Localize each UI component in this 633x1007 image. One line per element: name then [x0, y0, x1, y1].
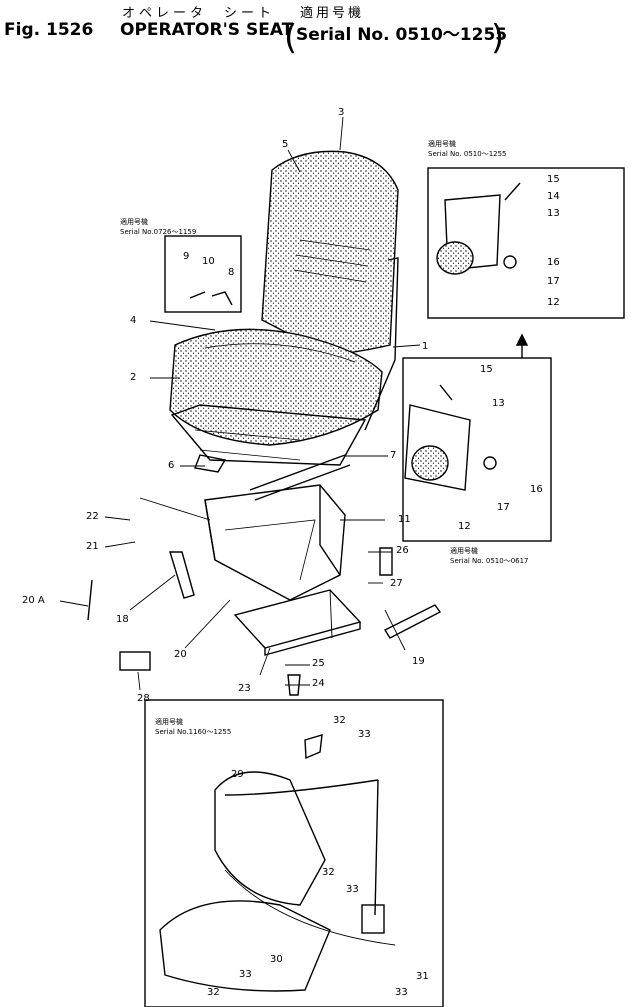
- leader-lines: [59, 116, 421, 691]
- callout-26: 26: [396, 545, 409, 556]
- callout-14: 14: [547, 191, 560, 202]
- serial-note-middle-jp: 適用号機: [450, 547, 478, 555]
- inset-horn-top: [427, 167, 625, 319]
- callout-13-top: 13: [547, 208, 560, 219]
- figure-serial-range: ( Serial No. 0510～1255 ): [284, 18, 508, 58]
- callout-31: 31: [416, 971, 429, 982]
- slide-rails: [194, 454, 351, 501]
- inset-seatbelt-bracket: [164, 235, 242, 313]
- callout-33-top: 33: [358, 729, 371, 740]
- callout-33-middle: 33: [346, 884, 359, 895]
- callout-27: 27: [390, 578, 403, 589]
- serial-range-text: Serial No. 0510～1255: [296, 25, 508, 45]
- callout-32-top: 32: [333, 715, 346, 726]
- serial-note-top: Serial No. 0510～1255: [428, 150, 507, 158]
- callout-32-bottom: 32: [207, 987, 220, 998]
- inset-seatbelt: [144, 699, 444, 1007]
- callout-11: 11: [398, 514, 411, 525]
- damper: [169, 551, 195, 599]
- figure-number: Fig. 1526: [4, 20, 94, 40]
- close-paren-glyph: ): [491, 18, 505, 58]
- callout-33-bottom: 33: [395, 987, 408, 998]
- open-paren-glyph: (: [284, 18, 298, 58]
- callout-17-top: 17: [547, 276, 560, 287]
- callout-32-middle: 32: [322, 867, 335, 878]
- serial-note-top-jp: 適用号機: [428, 140, 456, 148]
- callout-4: 4: [130, 315, 137, 326]
- callout-5: 5: [282, 139, 289, 150]
- callout-8: 8: [228, 267, 235, 278]
- serial-note-bottom-jp: 適用号機: [155, 718, 183, 726]
- figure-title: OPERATOR'S SEAT: [120, 20, 294, 40]
- callout-18: 18: [116, 614, 129, 625]
- callout-28: 28: [137, 693, 150, 704]
- callout-15-top: 15: [547, 174, 560, 185]
- base-plate: [233, 589, 362, 656]
- chain-20a: [87, 579, 93, 621]
- pin-19: [383, 604, 442, 639]
- callout-20: 20: [174, 649, 187, 660]
- callout-19: 19: [412, 656, 425, 667]
- serial-note-left-jp: 適用号機: [120, 218, 148, 226]
- callout-29: 29: [231, 769, 244, 780]
- callout-24: 24: [312, 678, 325, 689]
- callout-15-middle: 15: [480, 364, 493, 375]
- serial-note-left: Serial No.0726～1159: [120, 228, 197, 236]
- serial-japanese: 適用号機: [300, 6, 365, 21]
- callout-6: 6: [168, 460, 175, 471]
- bolt-26: [379, 547, 393, 576]
- callout-33-lower: 33: [239, 969, 252, 980]
- callout-2: 2: [130, 372, 137, 383]
- callout-12-middle: 12: [458, 521, 471, 532]
- callout-17-middle: 17: [497, 502, 510, 513]
- callout-21: 21: [86, 541, 99, 552]
- callout-16-middle: 16: [530, 484, 543, 495]
- title-japanese: オペレータ シート: [122, 6, 276, 21]
- seat-backrest: [261, 150, 399, 356]
- inset-horn-middle: [402, 357, 552, 542]
- suspension-box: [204, 484, 346, 601]
- callout-9: 9: [183, 251, 190, 262]
- inset-arrow: [515, 333, 529, 358]
- callout-16-top: 16: [547, 257, 560, 268]
- plate-28: [119, 651, 151, 671]
- seat-armrest-frame: [170, 257, 399, 466]
- callout-10: 10: [202, 256, 215, 267]
- callout-1: 1: [422, 341, 429, 352]
- callout-25: 25: [312, 658, 325, 669]
- callout-3: 3: [338, 107, 345, 118]
- bolt-24: [287, 674, 301, 696]
- callout-7: 7: [390, 450, 397, 461]
- callout-23: 23: [238, 683, 251, 694]
- serial-note-bottom: Serial No.1160～1255: [155, 728, 232, 736]
- callout-20a: 20 A: [22, 595, 45, 606]
- callout-30: 30: [270, 954, 283, 965]
- callout-13-middle: 13: [492, 398, 505, 409]
- serial-note-middle: Serial No. 0510～0617: [450, 557, 529, 565]
- callout-12-top: 12: [547, 297, 560, 308]
- callout-22: 22: [86, 511, 99, 522]
